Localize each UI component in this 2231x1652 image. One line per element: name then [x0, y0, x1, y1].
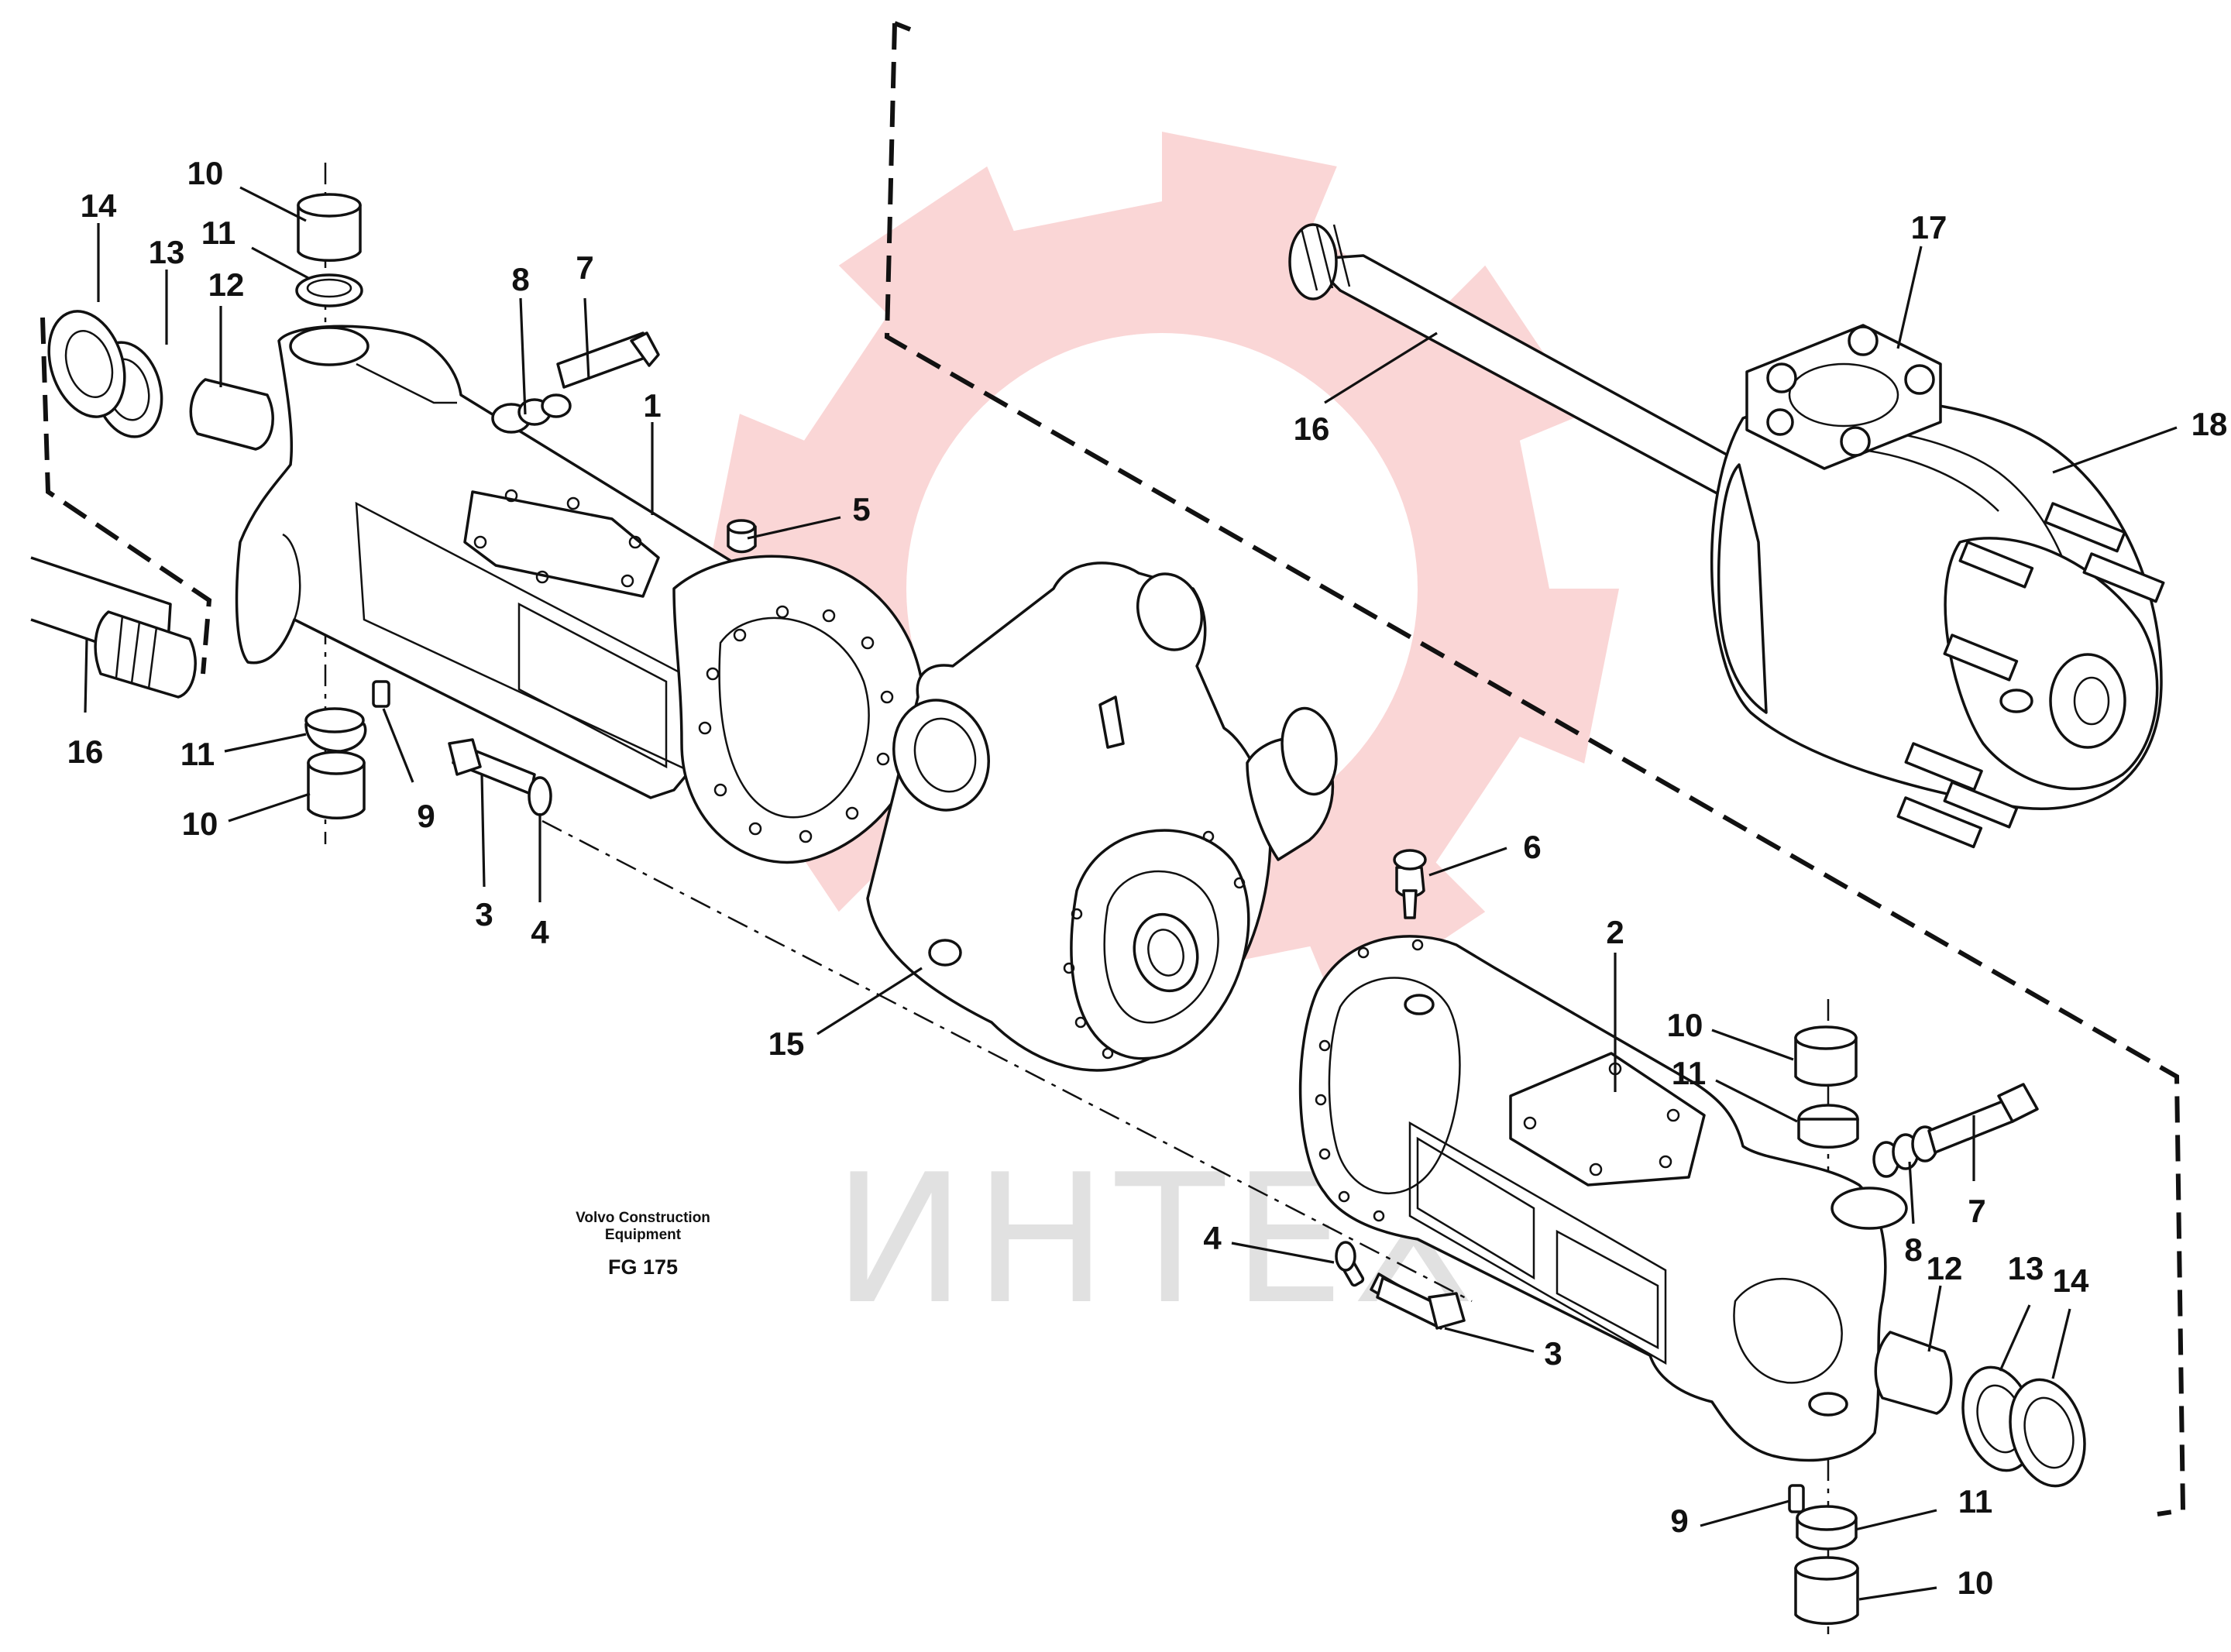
callout-label: 11	[201, 215, 235, 251]
callout-label: 11	[180, 736, 215, 772]
callout-label: 18	[2191, 406, 2228, 442]
callout-label: 3	[475, 896, 493, 932]
wheel-studs	[1896, 502, 2165, 849]
differential-carrier	[866, 562, 1338, 1072]
axle-housing-right	[1298, 935, 1908, 1462]
callout-label: 12	[208, 266, 245, 303]
caption-company-line2: Equipment	[605, 1227, 682, 1243]
callout-label: 7	[576, 249, 593, 286]
callout-label: 14	[81, 187, 117, 224]
callout-label: 3	[1544, 1335, 1562, 1372]
right-bearing-parts	[1335, 849, 2086, 1625]
callout-label: 9	[417, 798, 435, 834]
callout-label: 11	[1672, 1055, 1706, 1091]
callout-label: 9	[1670, 1503, 1688, 1539]
caption-figure-code: FG 175	[608, 1255, 678, 1279]
callout-label: 5	[852, 491, 870, 527]
callout-label: 17	[1911, 209, 1947, 246]
callout-label: 13	[2008, 1250, 2044, 1286]
callout-label: 12	[1927, 1250, 1963, 1286]
callout-label: 8	[511, 261, 529, 297]
callout-label: 4	[531, 914, 549, 950]
callout-label: 8	[1904, 1231, 1922, 1268]
caption-company-line1: Volvo Construction	[576, 1210, 710, 1226]
leader-lines	[84, 186, 2178, 1601]
callout-label: 16	[67, 733, 104, 770]
callout-label: 4	[1203, 1220, 1222, 1256]
callout-label: 2	[1606, 914, 1624, 950]
callout-label: 16	[1294, 410, 1330, 447]
assembly-outline-dashed	[40, 21, 2186, 1516]
callout-label: 10	[182, 805, 218, 842]
wheel-hub-assembly	[1710, 324, 2165, 849]
callout-label: 15	[768, 1025, 805, 1062]
figure-caption: Volvo Construction Equipment FG 175	[576, 1210, 710, 1279]
callout-label: 11	[1958, 1483, 1992, 1520]
callout-label: 10	[187, 155, 224, 191]
left-bearing-parts	[47, 193, 757, 819]
axle-shaft-left	[30, 556, 197, 699]
callout-label: 13	[149, 234, 185, 270]
axle-shaft-upper	[1288, 223, 1768, 509]
callout-labels: 10 14 11 13 12 8 7 1 5 16 11 9 10 3 4 17…	[67, 155, 2228, 1601]
callout-label: 1	[643, 387, 661, 424]
callout-label: 6	[1523, 829, 1541, 865]
callout-label: 10	[1958, 1564, 1994, 1601]
callout-label: 10	[1667, 1007, 1703, 1043]
callout-label: 14	[2053, 1262, 2089, 1299]
axle-housing-left	[235, 325, 926, 864]
callout-label: 7	[1968, 1193, 1985, 1229]
